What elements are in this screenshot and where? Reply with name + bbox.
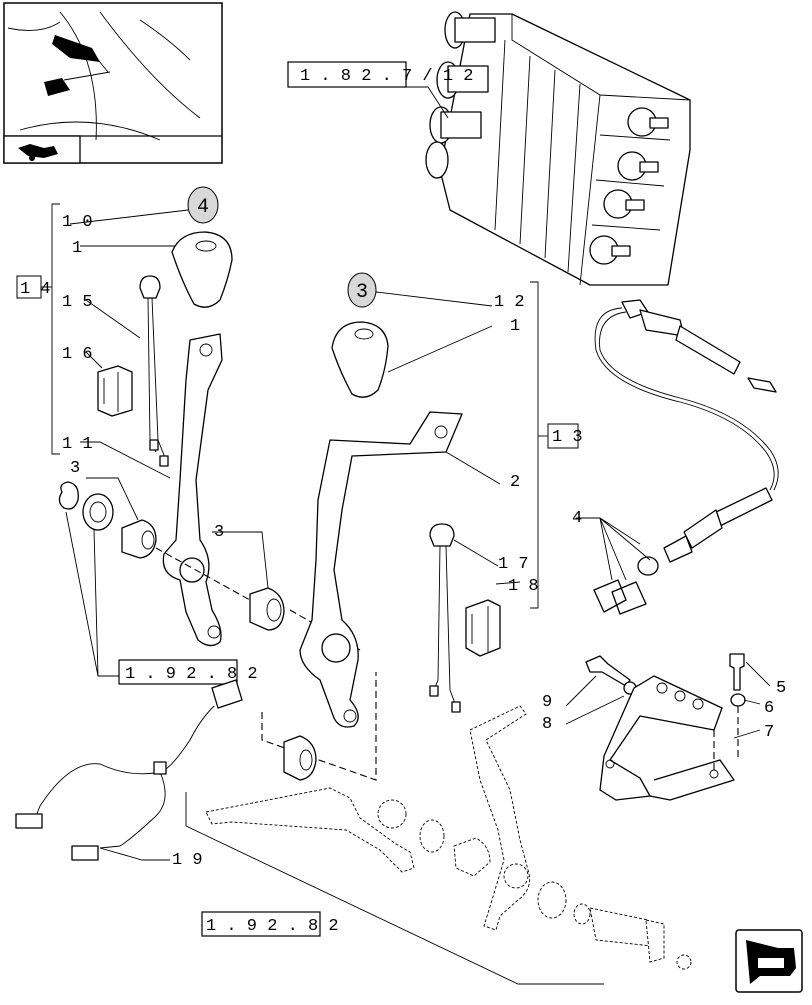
linkage-bottom — [205, 787, 415, 873]
control-cable — [594, 307, 775, 491]
callout-15: 1 5 — [62, 293, 93, 312]
callout-9: 9 — [542, 693, 552, 712]
callout-19: 1 9 — [172, 851, 203, 870]
knob-right — [331, 321, 389, 398]
callout-10: 1 0 — [62, 213, 93, 232]
callout-8: 8 — [542, 715, 552, 734]
callout-11: 1 1 — [62, 435, 93, 454]
mount-bracket-7 — [599, 675, 735, 801]
callout-3-left: 3 — [70, 459, 80, 478]
callout-box-14: 1 4 — [16, 275, 51, 299]
callout-6: 6 — [764, 699, 774, 718]
clevis-pins — [593, 579, 647, 615]
connector-16 — [97, 365, 133, 417]
bolt-9 — [585, 655, 631, 687]
lever-ghost — [469, 705, 531, 931]
control-valve-block — [425, 11, 691, 286]
callout-18: 1 8 — [508, 577, 539, 596]
lever-11 — [162, 333, 223, 647]
ref-box-top[interactable]: 1 . 8 2 . 7 / 1 2 — [287, 61, 473, 88]
push-switch-15 — [139, 275, 161, 299]
tractor-section-icon[interactable] — [3, 135, 81, 164]
badge-3-text: 3 — [356, 281, 368, 304]
bolt-5 — [729, 653, 745, 691]
callout-1-left: 1 — [72, 239, 82, 258]
push-switch-17 — [429, 523, 455, 547]
callout-2: 2 — [510, 473, 520, 492]
callout-1-right: 1 — [510, 317, 520, 336]
callout-16: 1 6 — [62, 345, 93, 364]
callout-box-13: 1 3 — [547, 423, 583, 449]
callout-3-middle: 3 — [214, 523, 224, 542]
badge-4-text: 4 — [197, 196, 209, 219]
callout-17: 1 7 — [498, 555, 529, 574]
badge-3: 3 — [347, 272, 377, 308]
callout-12: 1 2 — [494, 293, 525, 312]
ref-bottom-text: 1 . 9 2 . 8 2 — [206, 917, 339, 936]
callout-5: 5 — [776, 679, 786, 698]
badge-4: 4 — [187, 186, 219, 224]
harness-connector-19 — [211, 679, 243, 709]
ref-box-bottom[interactable]: 1 . 9 2 . 8 2 — [201, 911, 339, 937]
callout-7: 7 — [764, 723, 774, 742]
ref-box-middle[interactable]: 1 . 9 2 . 8 2 — [118, 659, 258, 685]
connector-18 — [465, 599, 501, 657]
ref-top-text: 1 . 8 2 . 7 / 1 2 — [300, 67, 473, 86]
ref-middle-text: 1 . 9 2 . 8 2 — [125, 665, 258, 684]
clip-left — [58, 481, 79, 510]
knob-left — [171, 231, 233, 308]
svg-text:1 3: 1 3 — [552, 428, 583, 447]
next-page-arrow-icon[interactable] — [735, 929, 803, 993]
svg-text:1 4: 1 4 — [20, 280, 51, 299]
callout-4: 4 — [572, 509, 582, 528]
